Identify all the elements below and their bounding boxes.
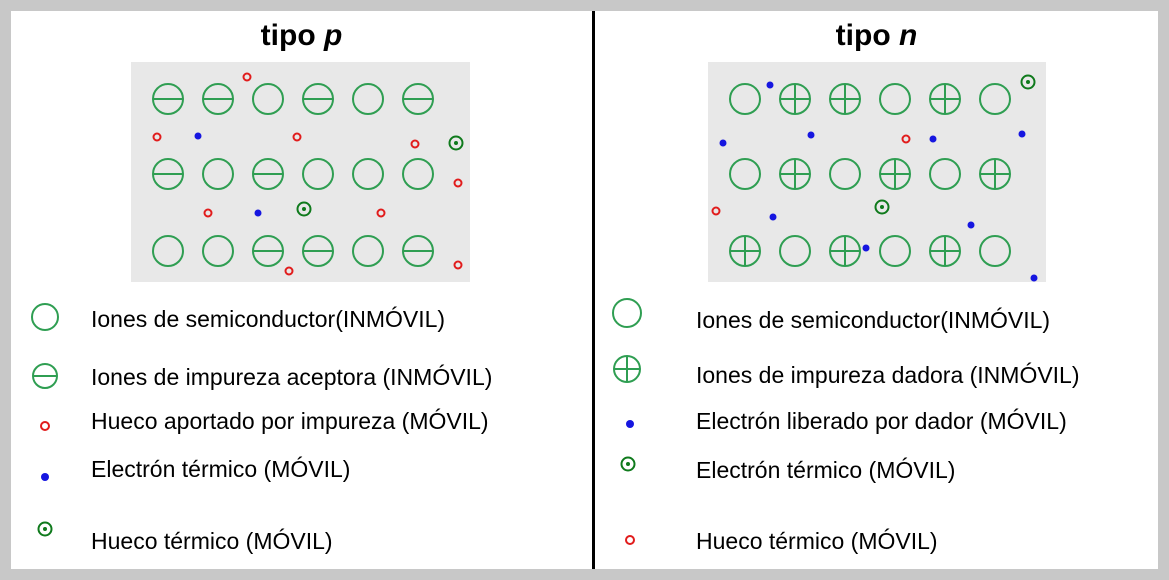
semiconductor-ion: [202, 235, 234, 267]
panel-n-title-prefix: tipo: [835, 19, 891, 52]
semiconductor-ion: [252, 83, 284, 115]
hole: [292, 132, 302, 142]
panel-n-title: tipo n: [595, 19, 1158, 53]
diagram-frame: tipo p: [11, 11, 1158, 569]
acceptor-ion: [252, 235, 284, 267]
acceptor-ion: [402, 235, 434, 267]
donor-ion: [779, 83, 811, 115]
hole: [376, 208, 386, 218]
semiconductor-ion: [352, 235, 384, 267]
hole: [242, 72, 252, 82]
donor-ion: [729, 235, 761, 267]
electron-icon: [626, 420, 634, 428]
thermal-carrier-icon: [620, 456, 636, 472]
semiconductor-ion: [979, 83, 1011, 115]
electron: [807, 131, 815, 139]
donor-ion: [779, 158, 811, 190]
hole: [453, 178, 463, 188]
semiconductor-ion: [979, 235, 1011, 267]
semiconductor-ion: [879, 235, 911, 267]
acceptor-ion: [202, 83, 234, 115]
hole: [453, 260, 463, 270]
thermal-electron: [1020, 74, 1036, 90]
acceptor-ion-icon: [32, 363, 58, 389]
acceptor-ion: [302, 235, 334, 267]
semiconductor-ion: [879, 83, 911, 115]
donor-ion: [929, 235, 961, 267]
hole-icon: [40, 421, 50, 431]
acceptor-ion: [252, 158, 284, 190]
donor-ion: [829, 235, 861, 267]
semiconductor-ion: [352, 83, 384, 115]
donor-ion: [829, 83, 861, 115]
acceptor-ion: [402, 83, 434, 115]
p-legend-label-4: Hueco térmico (MÓVIL): [91, 528, 333, 554]
electron: [254, 209, 262, 217]
hole: [284, 266, 294, 276]
semiconductor-ion: [729, 158, 761, 190]
hole: [711, 206, 721, 216]
electron: [929, 135, 937, 143]
panel-p-title: tipo p: [11, 19, 592, 53]
semiconductor-ion: [929, 158, 961, 190]
hole: [410, 139, 420, 149]
n-legend-label-3: Electrón térmico (MÓVIL): [696, 457, 956, 483]
p-legend-label-2: Hueco aportado por impureza (MÓVIL): [91, 408, 489, 434]
panel-divider: [592, 11, 595, 569]
panel-p-title-prefix: tipo: [260, 19, 316, 52]
n-type-lattice-svg: [711, 74, 1038, 282]
acceptor-ion: [152, 158, 184, 190]
thermal-electron: [874, 199, 890, 215]
p-type-lattice-svg: [152, 72, 464, 276]
electron: [194, 132, 202, 140]
p-legend-label-1: Iones de impureza aceptora (INMÓVIL): [91, 364, 493, 390]
electron-icon: [41, 473, 49, 481]
donor-ion: [979, 158, 1011, 190]
p-type-lattice: [131, 62, 470, 282]
donor-ion-icon: [613, 355, 641, 383]
n-type-lattice: [708, 62, 1046, 282]
n-legend-label-1: Iones de impureza dadora (INMÓVIL): [696, 362, 1080, 388]
panel-n-title-var: n: [899, 19, 918, 52]
n-legend-label-2: Electrón liberado por dador (MÓVIL): [696, 408, 1067, 434]
electron: [967, 221, 975, 229]
semiconductor-ion: [729, 83, 761, 115]
donor-ion: [879, 158, 911, 190]
semiconductor-ion: [829, 158, 861, 190]
thermal-carrier-icon: [37, 521, 53, 537]
semiconductor-ion: [402, 158, 434, 190]
thermal-hole: [296, 201, 312, 217]
semiconductor-ion: [302, 158, 334, 190]
n-legend-label-0: Iones de semiconductor(INMÓVIL): [696, 307, 1051, 333]
hole-icon: [625, 535, 635, 545]
semiconductor-ion: [152, 235, 184, 267]
electron: [862, 244, 870, 252]
semiconductor-ion-icon: [31, 303, 59, 331]
acceptor-ion: [302, 83, 334, 115]
electron: [769, 213, 777, 221]
electron: [766, 81, 774, 89]
donor-ion: [929, 83, 961, 115]
hole: [152, 132, 162, 142]
semiconductor-ion: [352, 158, 384, 190]
p-legend-label-0: Iones de semiconductor(INMÓVIL): [91, 306, 446, 332]
semiconductor-ion-icon: [612, 298, 642, 328]
semiconductor-ion: [202, 158, 234, 190]
hole: [203, 208, 213, 218]
electron: [719, 139, 727, 147]
panel-p-title-var: p: [324, 19, 343, 52]
semiconductor-ion: [779, 235, 811, 267]
n-legend-label-4: Hueco térmico (MÓVIL): [696, 528, 938, 554]
electron: [1030, 274, 1038, 282]
hole: [901, 134, 911, 144]
thermal-hole: [448, 135, 464, 151]
acceptor-ion: [152, 83, 184, 115]
p-legend-label-3: Electrón térmico (MÓVIL): [91, 456, 351, 482]
electron: [1018, 130, 1026, 138]
